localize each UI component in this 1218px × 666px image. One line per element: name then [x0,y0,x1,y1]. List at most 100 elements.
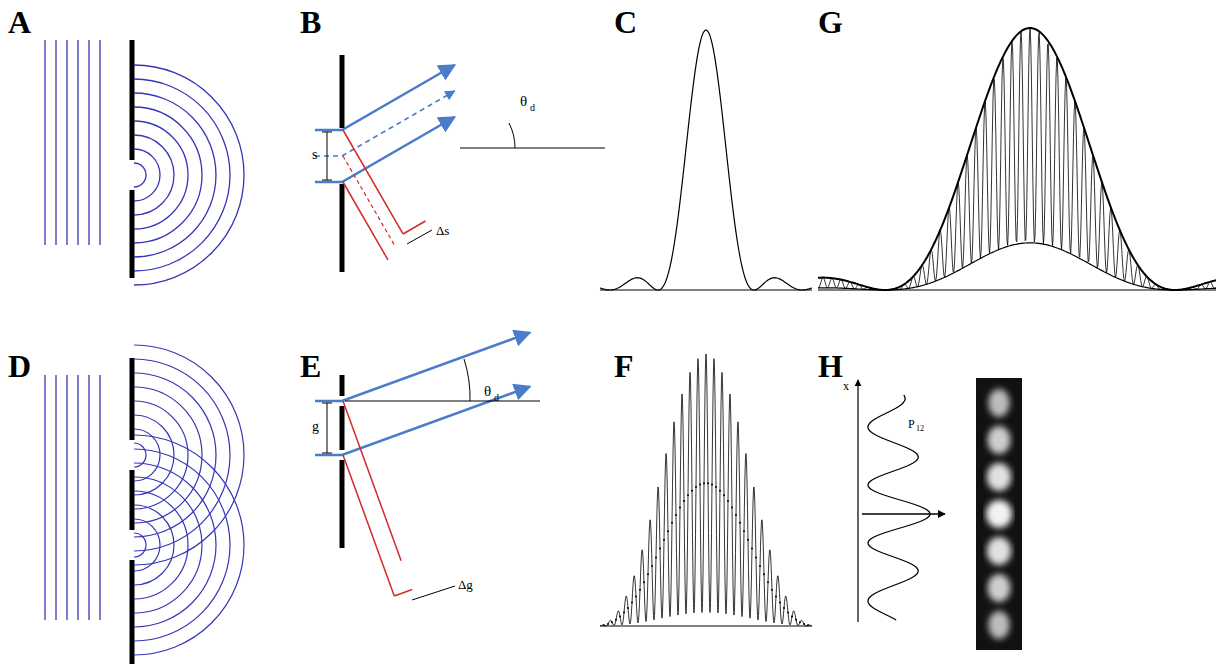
bright-fringe [988,611,1009,639]
ray [315,117,455,182]
wavefront [134,121,188,229]
path-difference [343,455,394,596]
wavefront [134,401,188,509]
data-dot [807,624,809,626]
dimension [407,230,432,244]
data-dot [683,500,685,502]
data-dot [715,486,717,488]
data-dot [747,539,749,541]
barrier [340,406,345,450]
wavefront [134,65,244,285]
panel-letter: C [614,6,637,38]
data-dot [755,556,757,558]
bright-fringe [986,500,1012,528]
data-dot [643,581,645,583]
bright-fringe [988,389,1009,417]
subscript: 12 [916,425,924,433]
wavefront [134,163,146,187]
data-dot [767,581,769,583]
data-dot [675,514,677,516]
data-dot [743,530,745,532]
wavefront [134,533,146,557]
stroke [322,453,332,454]
wavefront [134,79,230,271]
wavefront [55,40,56,245]
wavefront [66,40,67,245]
wavefront [134,107,202,243]
subscript: d [494,393,499,403]
data-dot [687,494,689,496]
axis-label: x [843,380,849,392]
panel-letter: E [300,350,321,382]
wavefront [134,345,244,565]
data-dot [703,482,705,484]
wavefront [134,149,160,201]
wavefront [44,375,45,620]
panel-letter: A [8,6,31,38]
data-dot [647,573,649,575]
wavefront [77,40,78,245]
data-dot [731,507,733,509]
data-dot [695,486,697,488]
barrier [340,375,345,396]
path-difference [343,182,388,260]
path-difference [343,130,403,234]
angle-arc [464,359,470,401]
data-dot [775,595,777,597]
data-dot [779,602,781,604]
dimension-label: s [312,148,317,162]
bright-fringe [988,574,1011,602]
wavefront [77,375,78,620]
wavefront [88,40,89,245]
barrier [340,184,345,272]
data-dot [803,623,805,625]
data-dot [671,522,673,524]
fringe-curve [600,354,812,626]
wavefront [134,373,216,537]
wavefront [66,375,67,620]
path-difference [343,156,396,247]
data-dot [679,507,681,509]
probability-curve [868,395,930,620]
data-dot [787,612,789,614]
data-dot [735,514,737,516]
data-dot [623,612,625,614]
dimension-label: g [312,420,319,434]
data-dot [795,619,797,621]
stroke [322,180,332,181]
wavefront [44,40,45,245]
bright-fringe [988,426,1011,454]
envelope-curve [818,243,1216,290]
data-dot [723,494,725,496]
wavefront [134,505,174,585]
wavefront [134,477,202,613]
data-dot [663,539,665,541]
wavefront [88,375,89,620]
data-dot [619,616,621,618]
barrier [130,358,135,440]
data-dot [631,602,633,604]
data-dot [707,482,709,484]
data-dot [791,616,793,618]
data-dot [759,565,761,567]
axis [857,380,858,622]
panel-letter: H [818,350,843,382]
data-dot [603,624,605,626]
path-difference [403,221,426,234]
wavefront [134,435,244,655]
subscript: d [530,103,535,113]
data-dot [639,589,641,591]
panel-letter: F [614,350,634,382]
axis [600,626,812,627]
wavefront [134,449,230,641]
data-dot [691,490,693,492]
data-dot [751,548,753,550]
panel-letter: G [818,6,843,38]
ray [315,91,455,156]
data-dot [711,484,713,486]
normal-line [460,147,605,148]
fringe-photo [986,389,1012,639]
curve-label: P [908,418,915,430]
wavefront [134,463,216,627]
wavefront [134,491,188,599]
